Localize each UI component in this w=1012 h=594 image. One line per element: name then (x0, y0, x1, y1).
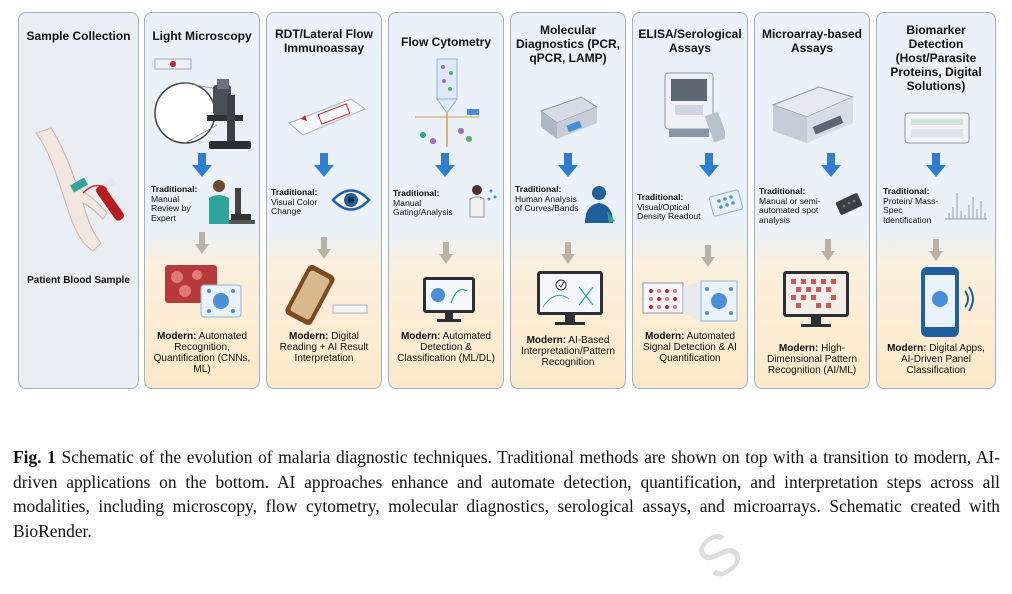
modern-label: Modern: (526, 335, 567, 346)
modern-label: Modern: (887, 343, 927, 354)
traditional-label: Traditional: (393, 188, 440, 198)
flow-cytometer-icon (415, 58, 479, 147)
panel-title: Molecular Diagnostics (PCR, qPCR, LAMP) (515, 23, 620, 65)
microscope-icon (154, 58, 251, 149)
traditional-label: Traditional: (759, 186, 806, 196)
panel-biomarker-detection: Biomarker Detection (Host/Parasite Prote… (876, 12, 996, 389)
traditional-text: Visual Color Change (271, 196, 318, 217)
down-arrow-small-icon (317, 237, 331, 259)
ai-monitor-icon (537, 271, 603, 325)
traditional-text: Visual/Optical Density Readout (637, 201, 701, 222)
ai-monitor-icon (423, 277, 475, 322)
modern-method: Modern: Automated Recognition, Quantific… (149, 331, 255, 375)
modern-text: Digital Apps, AI-Driven Panel Classifica… (900, 343, 985, 376)
traditional-method: Traditional: Protein/ Mass-Spec Identifi… (883, 186, 945, 225)
down-arrow-small-icon (701, 245, 715, 267)
expert-at-microscope-icon (209, 180, 255, 224)
ai-heatmap-monitor-icon (783, 271, 849, 327)
panel-title: RDT/Lateral Flow Immunoassay (274, 27, 373, 55)
traditional-method: Traditional: Visual/Optical Density Read… (637, 192, 713, 222)
panel-title: Sample Collection (26, 29, 131, 43)
ai-smartphone-icon (921, 267, 974, 337)
traditional-label: Traditional: (637, 192, 684, 202)
scientist-icon (585, 186, 615, 223)
traditional-method: Traditional: Human Analysis of Curves/Ba… (515, 184, 579, 214)
modern-method: Modern: Digital Reading + AI Result Inte… (271, 331, 377, 364)
traditional-text: Manual Gating/Analysis (393, 197, 453, 218)
traditional-method: Traditional: Manual Gating/Analysis (393, 188, 471, 218)
modern-label: Modern: (400, 331, 441, 342)
well-plate-icon (709, 189, 743, 217)
down-arrow-icon (699, 153, 719, 177)
down-arrow-icon (435, 153, 455, 177)
smartphone-reader-icon (285, 265, 368, 326)
traditional-label: Traditional: (151, 184, 198, 194)
microarray-chip-icon (835, 193, 863, 215)
test-strip-icon (288, 98, 367, 136)
panel-title: ELISA/Serological Assays (638, 27, 742, 55)
panel-rdt-lateral-flow: RDT/Lateral Flow Immunoassay Traditional… (266, 12, 382, 389)
panel-sample-collection: Sample Collection Patient Blood Sample (18, 12, 139, 389)
traditional-method: Traditional: Manual or semi-automated sp… (759, 186, 835, 225)
modern-label: Modern: (288, 331, 329, 342)
down-arrow-icon (926, 153, 946, 177)
traditional-method: Traditional: Visual Color Change (271, 187, 329, 217)
analyst-icon (469, 185, 497, 218)
modern-label: Modern: (156, 331, 197, 342)
figure-label: Fig. 1 (13, 447, 56, 467)
traditional-label: Traditional: (271, 187, 318, 197)
figure-schematic: Sample Collection Patient Blood Sample L… (18, 12, 996, 390)
modern-method: Modern: Automated Signal Detection & AI … (637, 331, 743, 364)
down-arrow-icon (558, 153, 578, 177)
down-arrow-icon (192, 153, 212, 177)
panel-title: Flow Cytometry (400, 35, 491, 49)
caption-text: Schematic of the evolution of malaria di… (13, 447, 1000, 541)
down-arrow-small-icon (929, 239, 943, 261)
mass-spec-chart-icon (945, 193, 987, 220)
arm-blood-draw-icon (35, 127, 124, 252)
elisa-reader-icon (664, 72, 725, 143)
modern-text: Automated Recognition, Quantification (C… (153, 331, 251, 375)
modern-text: High-Dimensional Pattern Recognition (AI… (766, 343, 858, 376)
panel-title: Microarray-based Assays (761, 27, 863, 55)
panel-flow-cytometry: Flow Cytometry Traditional: Manual Gatin… (388, 12, 504, 389)
ai-blood-smear-icon (165, 265, 242, 318)
modern-text: Automated Detection & Classification (ML… (397, 331, 495, 364)
modern-text: AI-Based Interpretation/Pattern Recognit… (521, 335, 615, 368)
ai-plate-analysis-icon (642, 280, 738, 322)
eye-icon (331, 189, 371, 211)
figure-caption: Fig. 1 Schematic of the evolution of mal… (13, 445, 1000, 543)
down-arrow-small-icon (439, 242, 453, 264)
modern-method: Modern: High-Dimensional Pattern Recogni… (759, 343, 865, 376)
modern-label: Modern: (778, 343, 819, 354)
biomarker-device-icon (904, 112, 970, 144)
panel-title: Light Microscopy (152, 29, 252, 43)
modern-method: Modern: AI-Based Interpretation/Pattern … (515, 335, 621, 368)
down-arrow-small-icon (561, 242, 575, 264)
panel-light-microscopy: Light Microscopy Traditional: Manual Rev… (144, 12, 260, 389)
traditional-text: Human Analysis of Curves/Bands (515, 193, 579, 214)
panel-molecular-diagnostics: Molecular Diagnostics (PCR, qPCR, LAMP) … (510, 12, 626, 389)
modern-label: Modern: (644, 331, 685, 342)
modern-method: Modern: Automated Detection & Classifica… (393, 331, 499, 364)
modern-text: Digital Reading + AI Result Interpretati… (279, 331, 369, 364)
pcr-machine-icon (539, 96, 599, 139)
traditional-label: Traditional: (883, 186, 930, 196)
traditional-text: Manual or semi-automated spot analysis (759, 195, 821, 225)
down-arrow-icon (314, 153, 334, 177)
patient-blood-label: Patient Blood Sample (27, 275, 130, 286)
down-arrow-icon (821, 153, 841, 177)
traditional-text: Manual Review by Expert (151, 193, 191, 223)
traditional-text: Protein/ Mass-Spec Identification (883, 195, 939, 225)
modern-text: Automated Signal Detection & AI Quantifi… (643, 331, 737, 364)
panel-elisa-serological: ELISA/Serological Assays Traditional: Vi… (632, 12, 748, 389)
traditional-method: Traditional: Manual Review by Expert (151, 184, 207, 223)
panel-microarray: Microarray-based Assays Traditional: Man… (754, 12, 870, 389)
panel-title: Biomarker Detection (Host/Parasite Prote… (890, 23, 982, 93)
down-arrow-small-icon (195, 232, 209, 254)
modern-method: Modern: Digital Apps, AI-Driven Panel Cl… (881, 343, 991, 376)
microarray-scanner-icon (771, 86, 855, 143)
down-arrow-small-icon (821, 239, 835, 261)
traditional-label: Traditional: (515, 184, 562, 194)
